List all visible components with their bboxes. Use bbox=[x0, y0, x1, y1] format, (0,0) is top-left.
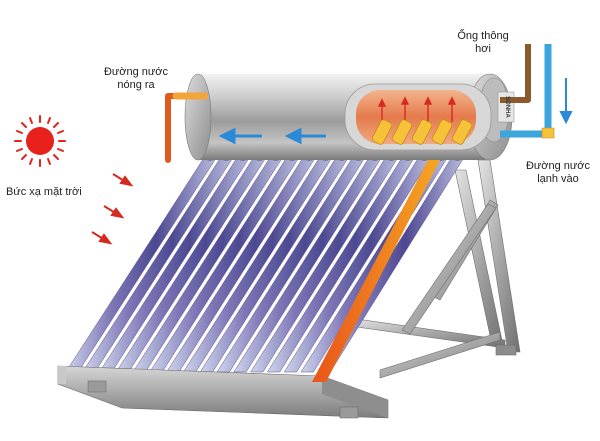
vent-pipe-label-line2: hơi bbox=[475, 43, 491, 55]
cold-water-in-label-line2: lạnh vào bbox=[537, 173, 579, 185]
cold-water-in-label-line1: Đường nước bbox=[525, 160, 590, 172]
vent-pipe bbox=[500, 44, 531, 103]
radiation-arrows bbox=[91, 173, 134, 245]
heat-pipe-hot bbox=[312, 160, 440, 382]
sun-icon bbox=[14, 115, 66, 167]
vent-pipe-label: Ống thông hơi bbox=[448, 30, 518, 56]
storage-tank bbox=[184, 73, 515, 161]
hot-water-outlet-pipe bbox=[165, 92, 209, 163]
cold-water-inlet-pipe bbox=[500, 44, 555, 139]
support-frame bbox=[349, 159, 521, 379]
cold-water-in-label: Đường nước lạnh vào bbox=[520, 160, 596, 186]
vacuum-tubes bbox=[65, 155, 465, 373]
vent-pipe-label-line1: Ống thông bbox=[457, 30, 509, 42]
cold-flow-arrow bbox=[559, 78, 573, 125]
hot-water-out-label: Đường nước nóng ra bbox=[88, 66, 184, 92]
hot-water-out-label-line2: nóng ra bbox=[117, 79, 155, 91]
hot-water-out-label-line1: Đường nước bbox=[103, 66, 168, 78]
solar-radiation-label: Bức xạ mặt trời bbox=[6, 186, 82, 198]
